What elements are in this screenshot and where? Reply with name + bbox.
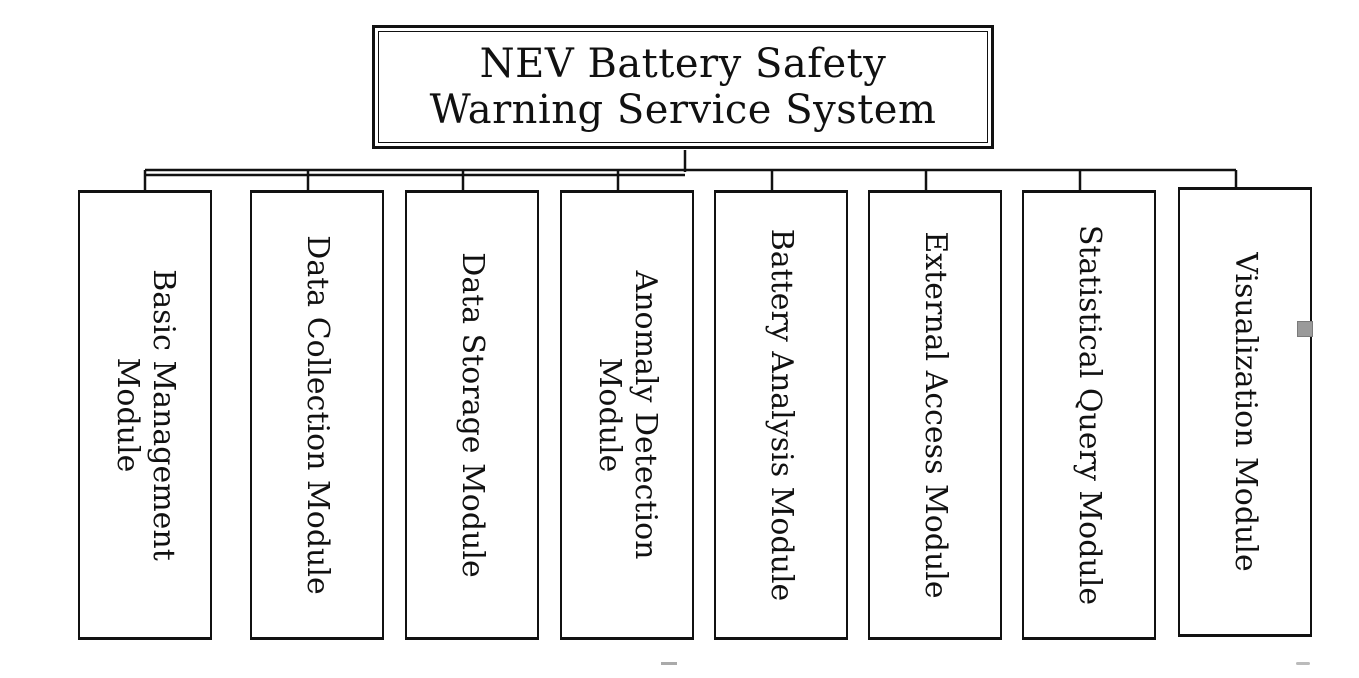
root-node: NEV Battery Safety Warning Service Syste…: [372, 25, 994, 149]
module-data-collection: Data Collection Module: [250, 190, 384, 640]
module-label-line1: Data Storage Module: [455, 252, 490, 578]
module-label: Statistical Query Module: [1071, 225, 1107, 605]
module-label-line1: Statistical Query Module: [1072, 224, 1107, 606]
resize-handle[interactable]: [1297, 321, 1313, 337]
module-label-line1: Anomaly Detection: [628, 270, 663, 560]
module-label: Basic Management Module: [109, 269, 181, 561]
module-visualization: Visualization Module: [1178, 187, 1312, 637]
module-data-storage: Data Storage Module: [405, 190, 539, 640]
module-label: Visualization Module: [1227, 252, 1263, 571]
module-basic-management: Basic Management Module: [78, 190, 212, 640]
module-label-line1: Data Collection Module: [300, 235, 335, 595]
root-node-inner: NEV Battery Safety Warning Service Syste…: [378, 31, 988, 143]
root-title: NEV Battery Safety Warning Service Syste…: [430, 41, 937, 133]
module-external-access: External Access Module: [868, 190, 1002, 640]
module-statistical-query: Statistical Query Module: [1022, 190, 1156, 640]
module-label-line1: Visualization Module: [1228, 252, 1263, 572]
module-label-line1: Battery Analysis Module: [764, 228, 799, 602]
module-label-line2: Module: [592, 357, 627, 473]
module-label-line2: Module: [110, 357, 145, 473]
module-label: Data Storage Module: [454, 252, 490, 577]
module-label: External Access Module: [917, 231, 953, 598]
module-anomaly-detection: Anomaly Detection Module: [560, 190, 694, 640]
module-label: Battery Analysis Module: [763, 229, 799, 602]
module-label-line1: Basic Management: [146, 269, 181, 561]
root-title-line1: NEV Battery Safety: [479, 41, 887, 87]
root-title-line2: Warning Service System: [429, 87, 937, 133]
bottom-handle-mark: [661, 662, 677, 665]
module-label-line1: External Access Module: [918, 231, 953, 599]
corner-handle-mark: [1296, 662, 1310, 665]
module-battery-analysis: Battery Analysis Module: [714, 190, 848, 640]
module-label: Data Collection Module: [299, 235, 335, 594]
module-label: Anomaly Detection Module: [591, 271, 663, 560]
